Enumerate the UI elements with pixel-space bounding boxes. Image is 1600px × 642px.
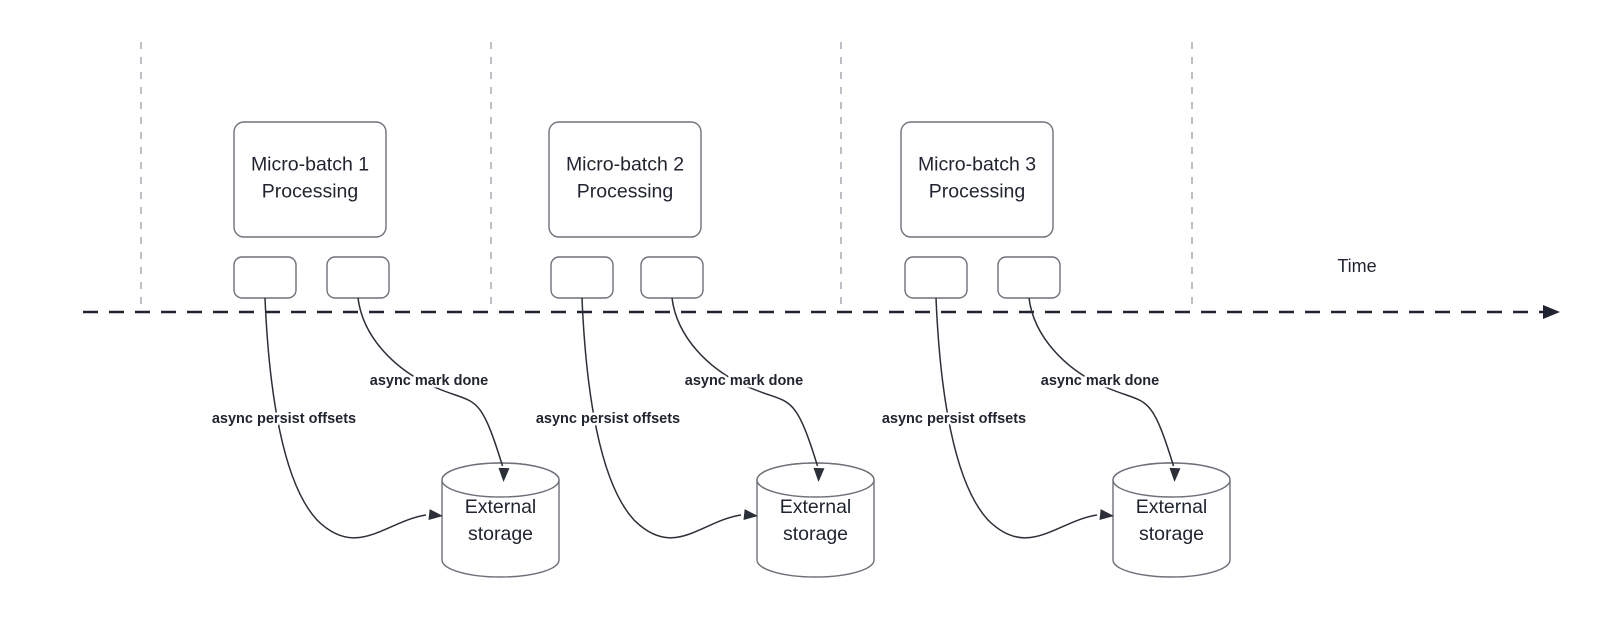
async-persist-offsets-label-1-halo: async persist offsets	[212, 411, 356, 427]
micro-batch-label-line1-1: Micro-batch 1	[251, 154, 369, 176]
external-storage-label-line1-2: External	[780, 496, 852, 518]
async-mark-done-arrowhead-2	[813, 467, 825, 482]
async-mark-done-curve-3	[1028, 297, 1175, 467]
micro-batch-label-line2-3: Processing	[929, 181, 1025, 203]
external-storage-label-line2-3: storage	[1139, 523, 1204, 545]
task-box-persist-2[interactable]	[550, 256, 614, 299]
task-box-mark-2[interactable]	[640, 256, 704, 299]
async-persist-offsets-label-2-halo: async persist offsets	[536, 411, 680, 427]
task-box-persist-1[interactable]	[233, 256, 297, 299]
async-mark-done-label-2-halo: async mark done	[685, 373, 803, 389]
async-persist-offsets-label-1: async persist offsets	[212, 411, 356, 427]
external-storage-label-line1-3: External	[1136, 496, 1208, 518]
async-mark-done-arrowhead-3	[1169, 467, 1181, 482]
async-mark-done-curve-1	[357, 297, 504, 467]
async-mark-done-label-2: async mark done	[685, 373, 803, 389]
micro-batch-box-2[interactable]	[548, 121, 702, 238]
async-mark-done-label-1: async mark done	[370, 373, 488, 389]
async-persist-offsets-label-3-halo: async persist offsets	[882, 411, 1026, 427]
async-mark-done-curve-2	[671, 297, 819, 467]
micro-batch-box-3[interactable]	[900, 121, 1054, 238]
micro-batch-label-line1-2: Micro-batch 2	[566, 154, 684, 176]
async-persist-offsets-arrowhead-3	[1099, 509, 1114, 521]
micro-batch-label-line2-1: Processing	[262, 181, 358, 203]
micro-batch-label-line1-3: Micro-batch 3	[918, 154, 1036, 176]
async-persist-offsets-curve-1	[264, 297, 427, 539]
task-box-mark-1[interactable]	[326, 256, 390, 299]
external-storage-cylinder-top-2	[756, 462, 875, 498]
async-persist-offsets-arrowhead-2	[743, 509, 758, 521]
external-storage-cylinder-top-3	[1112, 462, 1231, 498]
time-axis-label: Time	[1337, 256, 1376, 276]
timeline-arrowhead	[1543, 305, 1560, 319]
async-persist-offsets-curve-2	[581, 297, 742, 539]
external-storage-label-line2-1: storage	[468, 523, 533, 545]
async-mark-done-arrowhead-1	[498, 467, 510, 482]
external-storage-label-line1-1: External	[465, 496, 537, 518]
async-persist-offsets-arrowhead-1	[428, 509, 443, 521]
async-persist-offsets-label-3: async persist offsets	[882, 411, 1026, 427]
async-persist-offsets-label-2: async persist offsets	[536, 411, 680, 427]
external-storage-cylinder-top-1	[441, 462, 560, 498]
task-box-persist-3[interactable]	[904, 256, 968, 299]
async-persist-offsets-curve-3	[935, 297, 1098, 539]
task-box-mark-3[interactable]	[997, 256, 1061, 299]
micro-batch-box-1[interactable]	[233, 121, 387, 238]
micro-batch-label-line2-2: Processing	[577, 181, 673, 203]
async-mark-done-label-3: async mark done	[1041, 373, 1159, 389]
async-mark-done-label-3-halo: async mark done	[1041, 373, 1159, 389]
async-mark-done-label-1-halo: async mark done	[370, 373, 488, 389]
external-storage-label-line2-2: storage	[783, 523, 848, 545]
